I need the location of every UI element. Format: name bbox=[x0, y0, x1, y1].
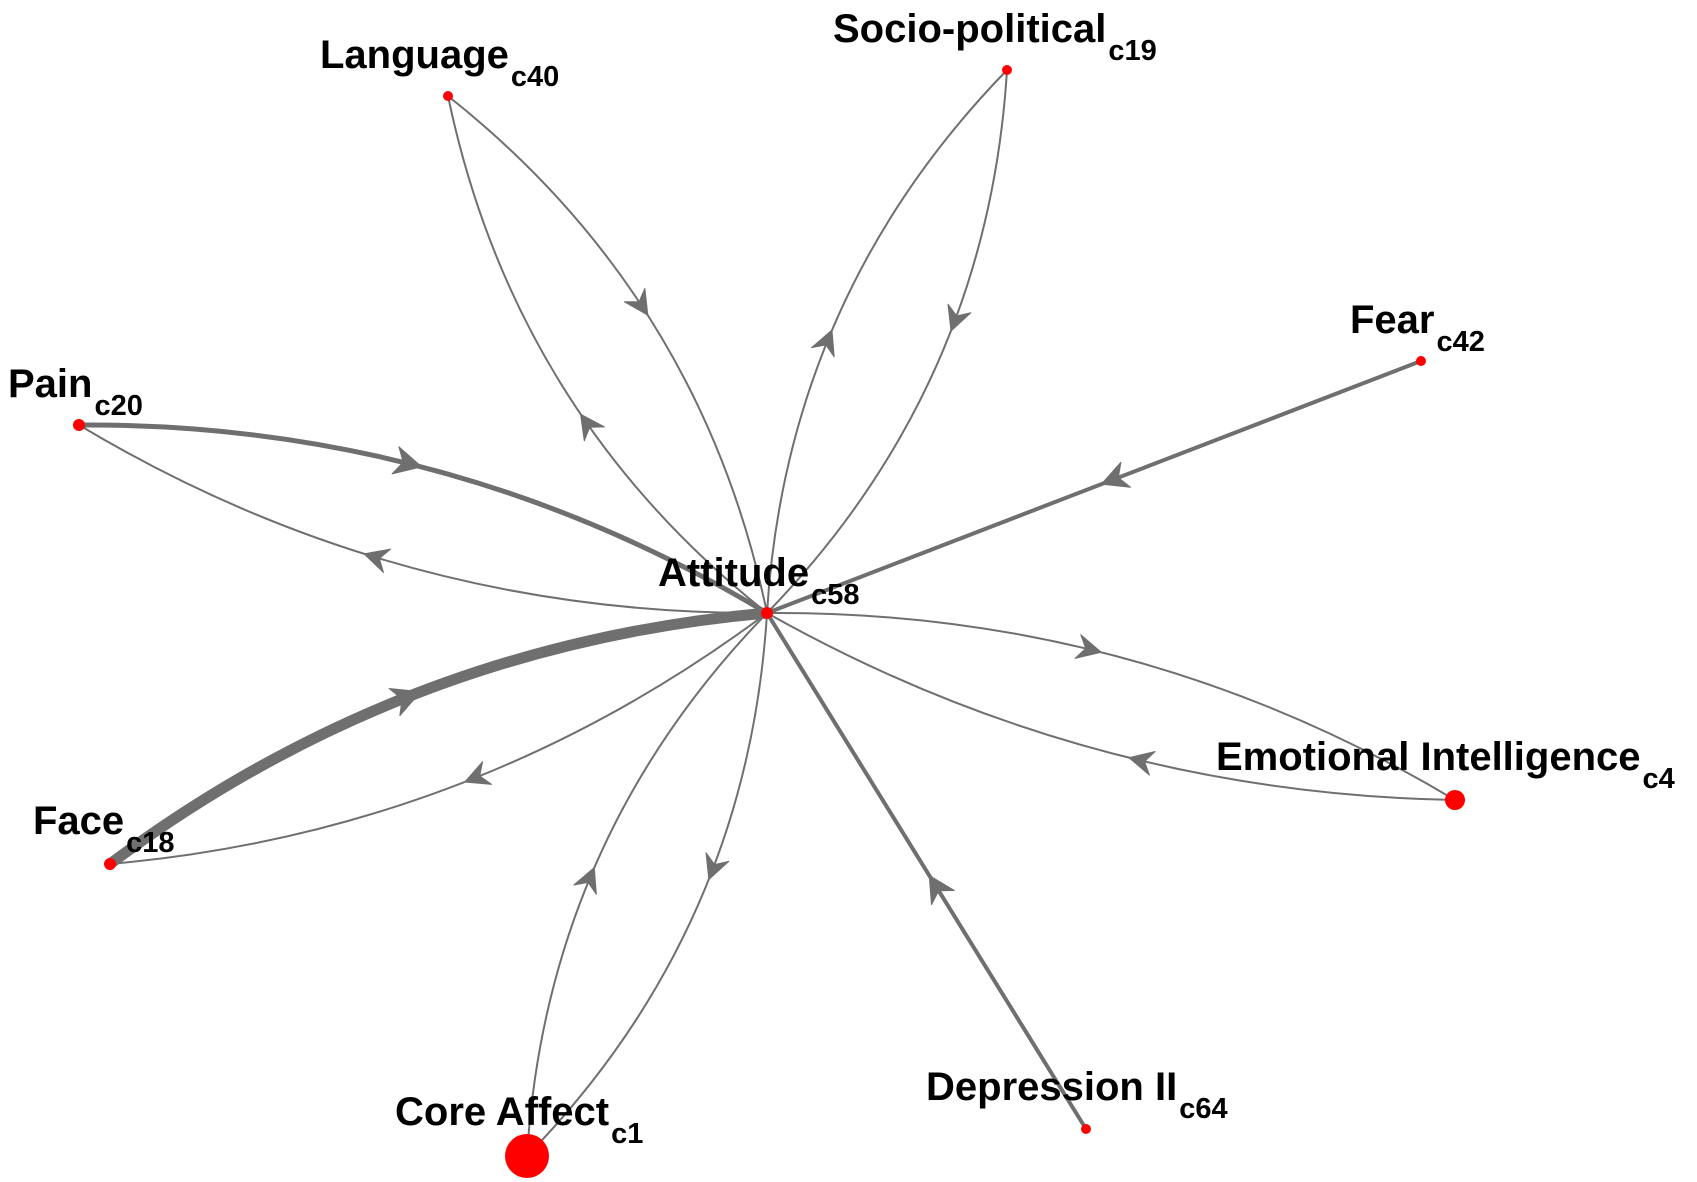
node-label-c58: Attitudec58 bbox=[658, 551, 859, 611]
edge-c64-to-c58 bbox=[765, 611, 1088, 1131]
node-name-c18: Face bbox=[33, 799, 124, 843]
edge-c1-to-c58 bbox=[526, 612, 768, 1157]
node-code-c64: c64 bbox=[1179, 1093, 1227, 1125]
arrowhead-c58-to-c20 bbox=[363, 548, 392, 574]
node-label-c40: Languagec40 bbox=[320, 33, 559, 93]
node-name-c4: Emotional Intelligence bbox=[1216, 735, 1641, 779]
arrowhead-c40-to-c58 bbox=[623, 287, 649, 316]
labels-layer: Attitudec58 Languagec40 Socio-politicalc19… bbox=[8, 7, 1675, 1150]
node-name-c58: Attitude bbox=[658, 551, 809, 595]
arrowhead-c18-to-c58 bbox=[388, 687, 422, 717]
nodes-layer bbox=[73, 65, 1465, 1178]
arrowhead-c42-to-c58 bbox=[1100, 461, 1132, 488]
node-c58 bbox=[761, 607, 773, 619]
node-c18 bbox=[104, 858, 116, 870]
edge-c58-to-c20 bbox=[78, 424, 768, 615]
edge-c19-to-c58 bbox=[766, 69, 1008, 614]
arrowhead-c1-to-c58 bbox=[573, 867, 597, 895]
node-label-c64: Depression IIc64 bbox=[926, 1065, 1228, 1125]
node-c19 bbox=[1002, 65, 1012, 75]
node-label-c19: Socio-politicalc19 bbox=[833, 7, 1157, 67]
edge-c40-to-c58 bbox=[447, 95, 768, 614]
edge-c58-to-c40 bbox=[447, 95, 768, 614]
arrowhead-c58-to-c1 bbox=[705, 852, 730, 881]
node-code-c58: c58 bbox=[811, 579, 859, 611]
node-code-c40: c40 bbox=[511, 61, 559, 93]
arrowhead-c64-to-c58 bbox=[928, 874, 955, 906]
arrowhead-c58-to-c19 bbox=[811, 329, 835, 358]
node-label-c42: Fearc42 bbox=[1350, 298, 1485, 358]
node-c64 bbox=[1081, 1124, 1091, 1134]
node-code-c19: c19 bbox=[1108, 35, 1156, 67]
node-code-c20: c20 bbox=[94, 390, 142, 422]
node-code-c4: c4 bbox=[1643, 763, 1675, 795]
edge-c58-to-c4 bbox=[766, 611, 1456, 801]
node-c42 bbox=[1416, 356, 1426, 366]
node-name-c40: Language bbox=[320, 33, 509, 77]
edge-c18-to-c58 bbox=[104, 607, 773, 870]
edge-c58-to-c19 bbox=[766, 69, 1008, 614]
node-name-c42: Fear bbox=[1350, 298, 1435, 342]
edge-c4-to-c58 bbox=[766, 612, 1456, 801]
node-label-c18: Facec18 bbox=[33, 799, 175, 859]
arrowhead-c58-to-c4 bbox=[1074, 634, 1102, 659]
arrowhead-c58-to-c40 bbox=[580, 413, 605, 442]
node-c20 bbox=[73, 419, 85, 431]
edge-c20-to-c58 bbox=[76, 422, 770, 616]
arrowhead-c4-to-c58 bbox=[1128, 750, 1156, 776]
node-name-c19: Socio-political bbox=[833, 7, 1106, 51]
edges-layer bbox=[76, 69, 1456, 1157]
edge-c58-to-c18 bbox=[109, 612, 768, 865]
arrowhead-c20-to-c58 bbox=[391, 446, 423, 475]
node-name-c20: Pain bbox=[8, 362, 92, 406]
node-label-c20: Painc20 bbox=[8, 362, 143, 422]
node-code-c1: c1 bbox=[611, 1118, 643, 1150]
edge-c42-to-c58 bbox=[765, 359, 1423, 615]
node-c1 bbox=[505, 1134, 549, 1178]
arrowhead-c58-to-c18 bbox=[464, 761, 493, 785]
node-code-c18: c18 bbox=[126, 827, 174, 859]
arrowhead-c19-to-c58 bbox=[947, 303, 972, 332]
node-c40 bbox=[443, 91, 453, 101]
node-name-c1: Core Affect bbox=[395, 1090, 609, 1134]
node-label-c1: Core Affectc1 bbox=[395, 1090, 643, 1150]
node-c4 bbox=[1445, 790, 1465, 810]
node-name-c64: Depression II bbox=[926, 1065, 1177, 1109]
node-label-c4: Emotional Intelligencec4 bbox=[1216, 735, 1675, 795]
node-code-c42: c42 bbox=[1437, 326, 1485, 358]
edge-c58-to-c1 bbox=[526, 612, 768, 1157]
